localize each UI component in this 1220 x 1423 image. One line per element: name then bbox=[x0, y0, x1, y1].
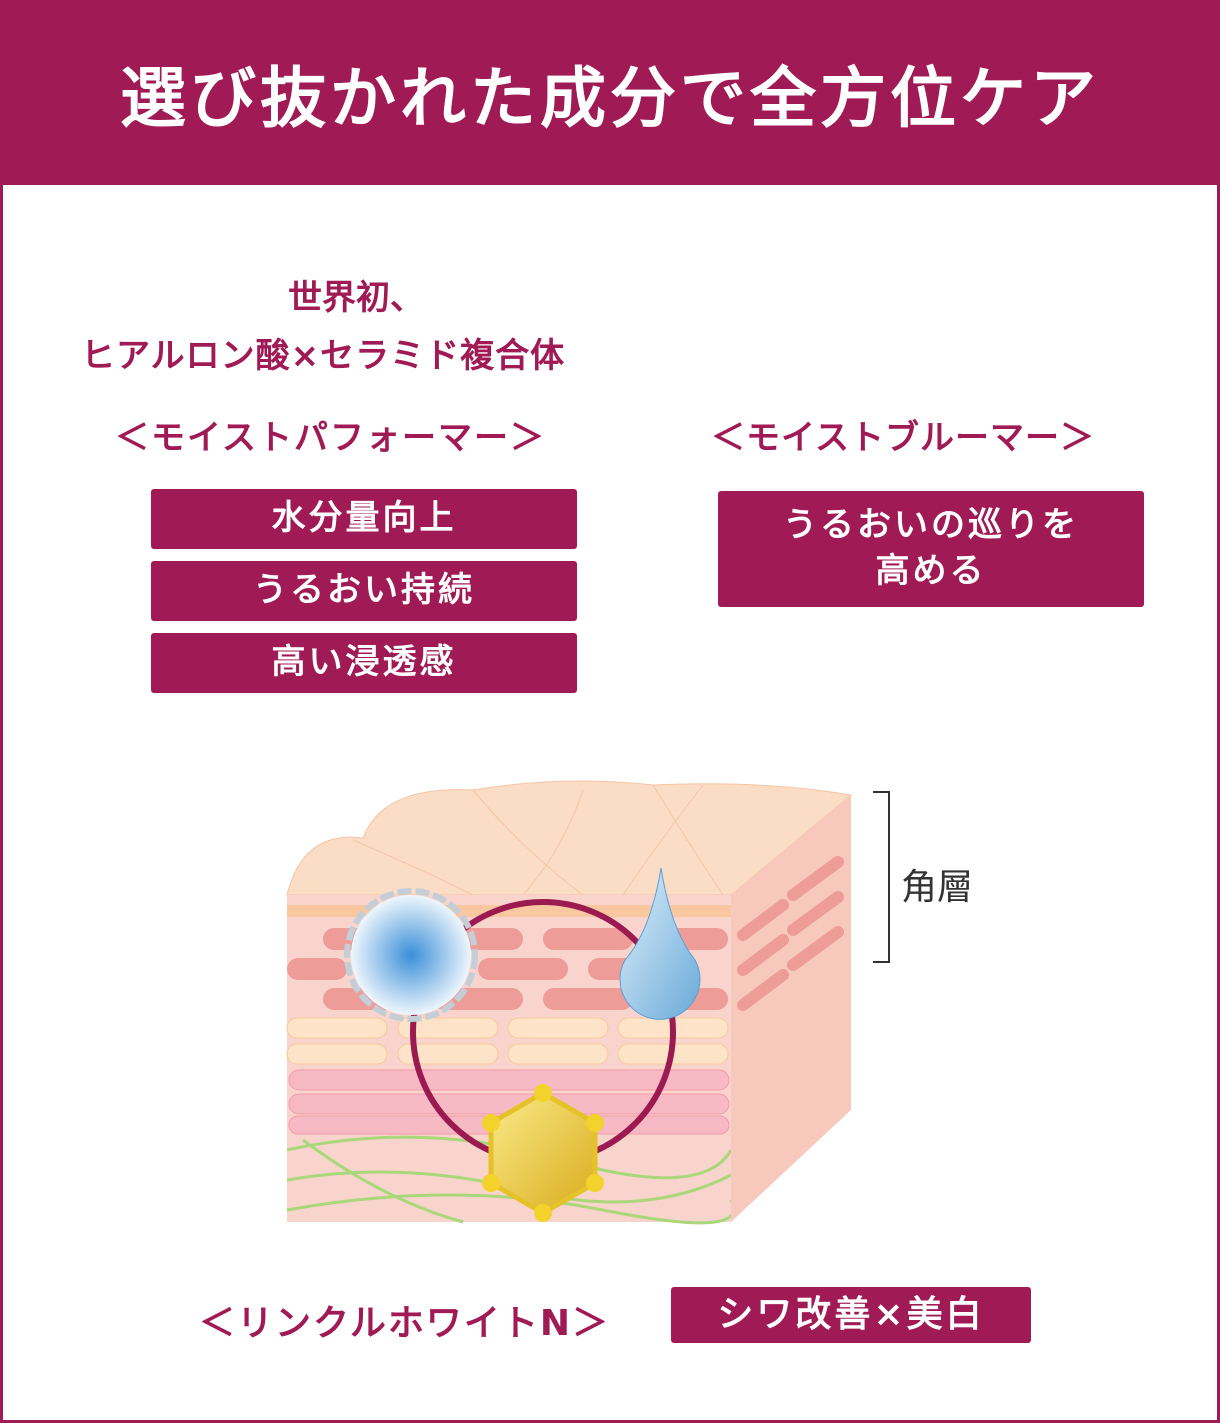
water-drop-icon bbox=[619, 867, 701, 1020]
bloomer-benefit-line1: うるおいの巡りを bbox=[783, 505, 1079, 546]
wrinkle-white-title: ＜リンクルホワイトN＞ bbox=[199, 1303, 611, 1344]
page-title: 選び抜かれた成分で全方位ケア bbox=[3, 0, 1217, 185]
bloomer-benefit-line2: 高める bbox=[875, 551, 987, 591]
skin-side-face bbox=[731, 795, 851, 1222]
benefit-badge: うるおい持続 bbox=[151, 561, 577, 621]
benefit-badge: 高い浸透感 bbox=[151, 633, 577, 693]
moist-performer-title: ＜モイストパフォーマー＞ bbox=[115, 418, 546, 458]
layer-bracket bbox=[873, 791, 890, 963]
side-cells bbox=[737, 856, 844, 1011]
granular-cells bbox=[286, 1017, 729, 1065]
skin-diagram bbox=[286, 780, 890, 1225]
stratum-corneum-top bbox=[286, 780, 853, 896]
complex-label: ヒアルロン酸×セラミド複合体 bbox=[81, 336, 566, 376]
stratum-corneum-label: 角層 bbox=[901, 867, 974, 908]
hyaluronic-water-icon bbox=[344, 888, 478, 1022]
moist-bloomer-title: ＜モイストブルーマー＞ bbox=[711, 418, 1095, 458]
benefit-badge: 水分量向上 bbox=[151, 489, 577, 549]
ceramide-hexagon-icon bbox=[482, 1084, 604, 1222]
world-first-label: 世界初、 bbox=[288, 278, 424, 318]
wrinkle-white-benefit-badge: シワ改善×美白 bbox=[671, 1287, 1031, 1343]
bloomer-benefit-badge: うるおいの巡りを 高める bbox=[718, 491, 1144, 607]
